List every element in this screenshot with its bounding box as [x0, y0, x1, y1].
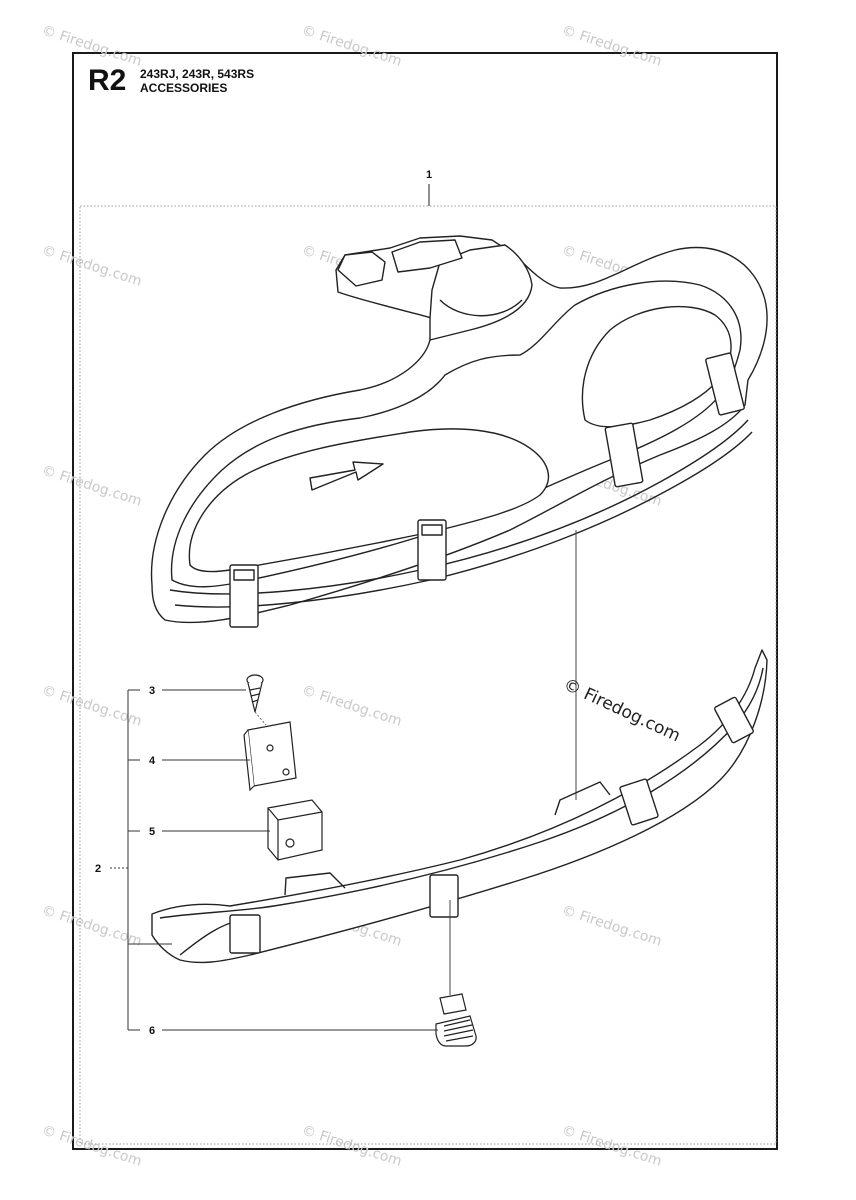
assembly-line-3: [254, 711, 267, 726]
part-6-grip-pad: [435, 993, 477, 1047]
watermark: © Firedog.com: [40, 22, 144, 69]
callout-2: 2: [95, 863, 101, 875]
watermark: © Firedog.com: [560, 1122, 664, 1169]
part-5-block: [267, 799, 323, 861]
watermark: © Firedog.com: [40, 462, 144, 509]
part-1-trimmer-guard: [150, 235, 768, 628]
callout-4: 4: [149, 755, 156, 767]
diagram-frame: [72, 52, 778, 1150]
watermark: © Firedog.com: [40, 1122, 144, 1169]
section-code: R2: [88, 64, 127, 97]
assembly-box: [79, 205, 777, 1145]
callout-bracket: [110, 689, 140, 1031]
callout-1: 1: [426, 169, 432, 181]
part-2-guard-extension: [151, 649, 768, 964]
watermark: © Firedog.com: [40, 242, 144, 289]
watermark-layer: © Firedog.com © Firedog.com © Firedog.co…: [40, 22, 664, 1169]
callout-5: 5: [149, 826, 155, 838]
part-3-screw: [246, 674, 264, 713]
part-4-nut-plate: [243, 721, 297, 792]
leader-lines: [128, 689, 438, 1031]
watermark: © Firedog.com: [300, 1122, 404, 1169]
model-list: 243RJ, 243R, 543RS: [140, 67, 255, 81]
callout-3: 3: [149, 685, 155, 697]
page-title: ACCESSORIES: [140, 81, 228, 95]
callout-6: 6: [149, 1025, 155, 1037]
watermark: © Firedog.com: [560, 902, 664, 949]
center-watermark: © Firedog.com: [560, 675, 683, 747]
watermark: © Firedog.com: [300, 682, 404, 729]
watermark: © Firedog.com: [300, 22, 404, 69]
watermark: © Firedog.com: [560, 22, 664, 69]
